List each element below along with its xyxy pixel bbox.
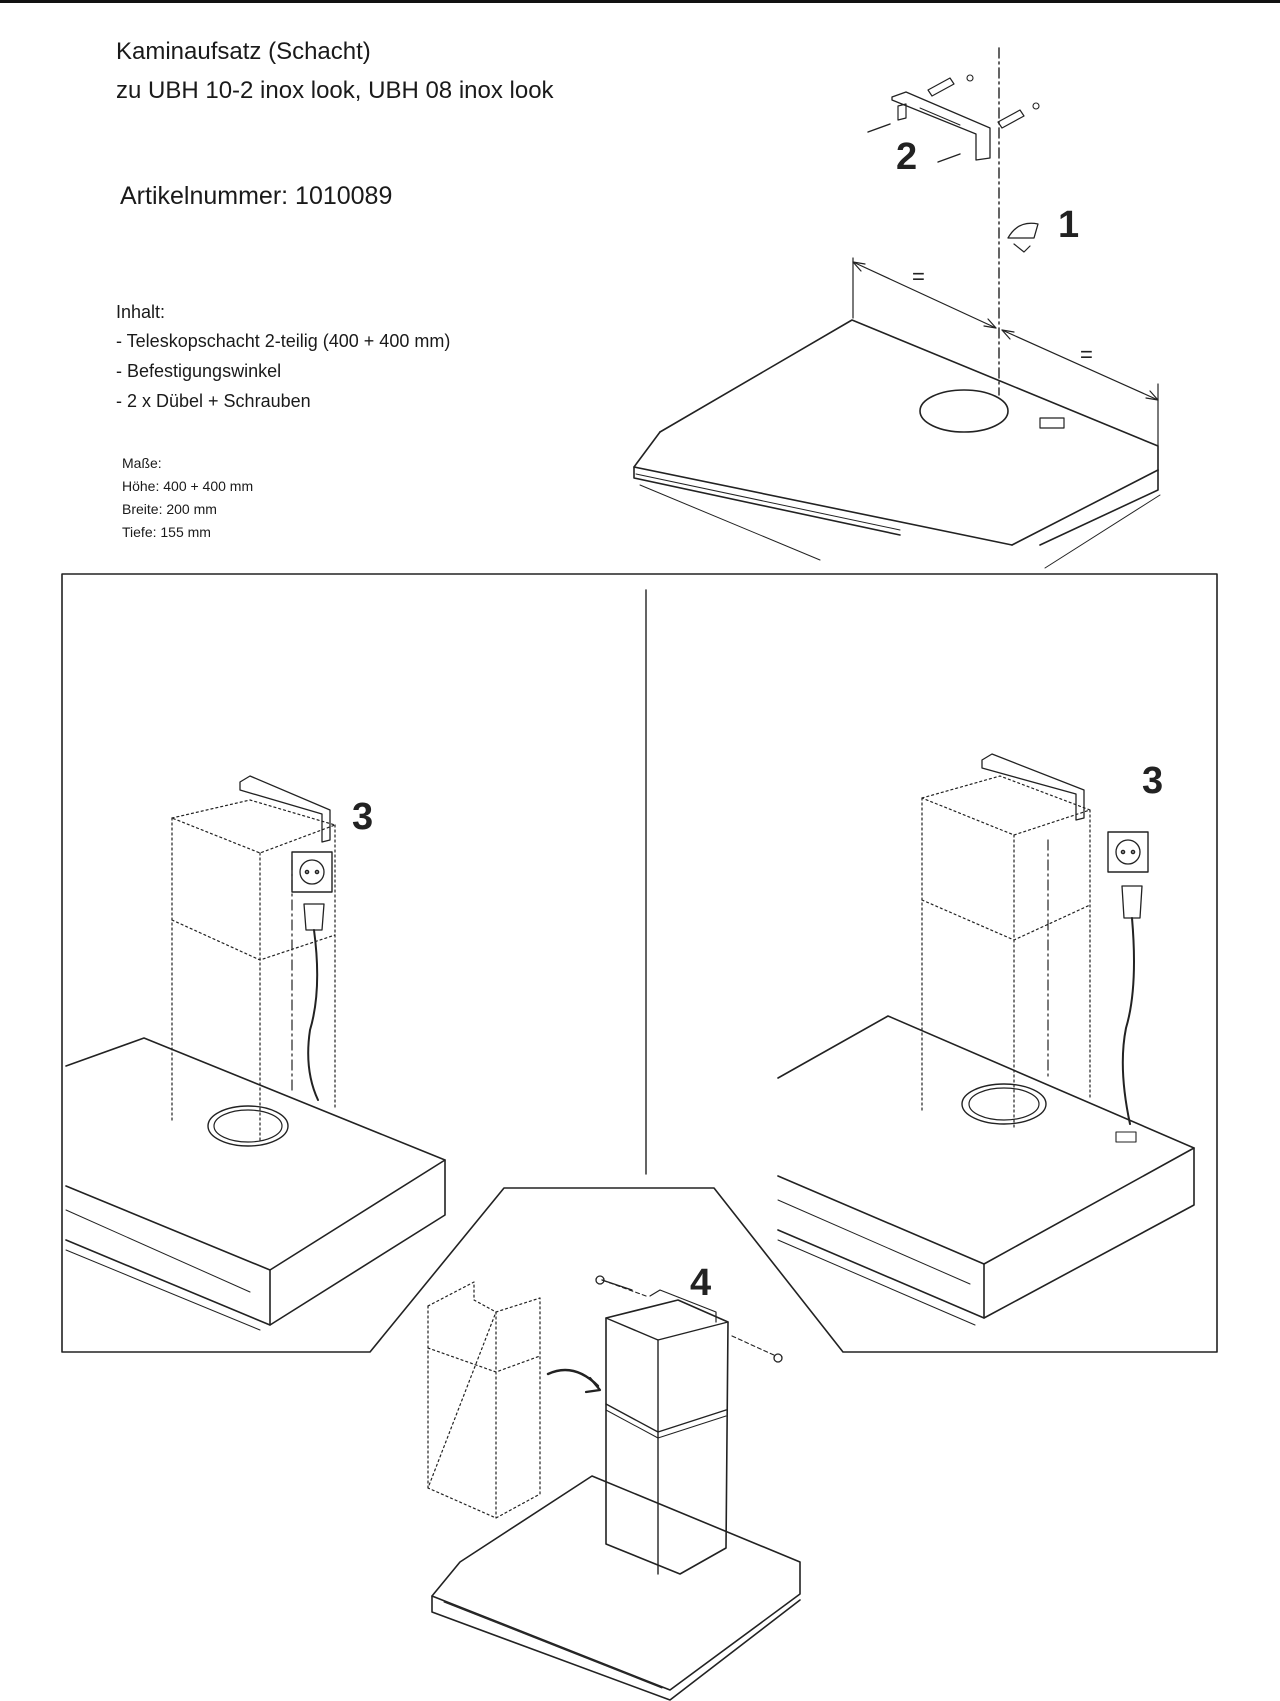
top-hood-diagram [633, 47, 1161, 569]
contents-item: - Befestigungswinkel [116, 361, 282, 381]
article-number: Artikelnummer: 1010089 [120, 182, 393, 210]
step-3-right-label: 3 [1142, 760, 1164, 802]
step-2-label: 2 [896, 136, 918, 178]
step-3-left-label: 3 [352, 796, 374, 838]
lower-panel-frame [61, 573, 1218, 1353]
title-line-2: zu UBH 10-2 inox look, UBH 08 inox look [116, 77, 554, 104]
dimensions-heading: Maße: [122, 455, 162, 471]
left-panel-illustration [65, 775, 446, 1331]
page-top-border [0, 0, 1280, 3]
equal-mark-right: = [1080, 342, 1093, 367]
dimensions-block: Maße: Höhe: 400 + 400 mm Breite: 200 mm … [122, 452, 253, 544]
dimension-height: Höhe: 400 + 400 mm [122, 478, 254, 494]
dimension-depth: Tiefe: 155 mm [122, 524, 211, 540]
title-line-1: Kaminaufsatz (Schacht) [116, 38, 371, 65]
bottom-step4-illustration [427, 1275, 801, 1701]
contents-item: - Teleskopschacht 2-teilig (400 + 400 mm… [116, 331, 451, 351]
equal-mark-left: = [912, 264, 925, 289]
dimension-width: Breite: 200 mm [122, 501, 217, 517]
contents-heading: Inhalt: [116, 302, 166, 322]
right-panel-illustration [777, 753, 1195, 1326]
step-1-label: 1 [1058, 204, 1080, 246]
step-4-label: 4 [690, 1262, 712, 1304]
contents-item: - 2 x Dübel + Schrauben [116, 391, 311, 411]
